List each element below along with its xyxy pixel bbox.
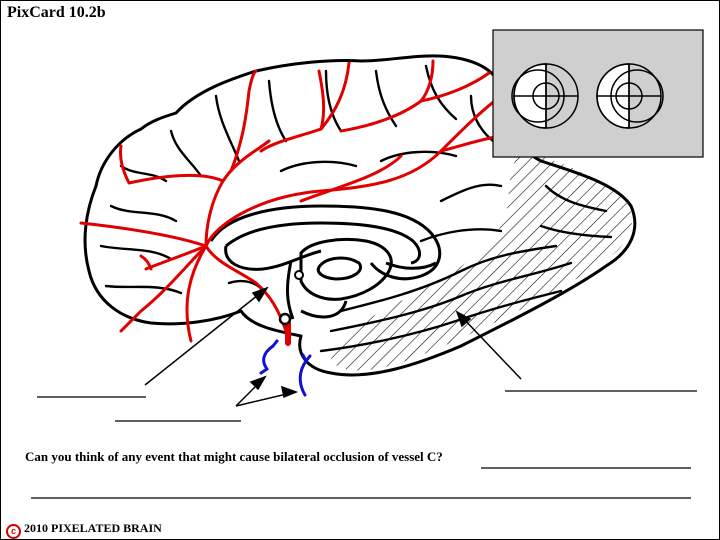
hatched-lesion-region	[331, 151, 632, 371]
vessel-junction-upper	[294, 270, 304, 280]
question-text: Can you think of any event that might ca…	[25, 449, 443, 464]
vessel-junction-lower	[278, 312, 292, 326]
blue-vessels	[259, 339, 312, 397]
corpus-callosum	[209, 204, 442, 320]
page-title: PixCard 10.2b	[7, 4, 106, 21]
red-arteries	[79, 59, 503, 343]
copyright-icon: c	[6, 524, 21, 539]
brain-outline	[83, 54, 637, 377]
answer-lines	[31, 390, 697, 499]
target-circle-icon	[511, 63, 579, 129]
target-circle-icon	[596, 63, 664, 129]
copyright-text: 2010 PIXELATED BRAIN	[24, 521, 162, 535]
visual-field-inset	[492, 29, 704, 158]
pointer-arrows	[144, 286, 522, 407]
